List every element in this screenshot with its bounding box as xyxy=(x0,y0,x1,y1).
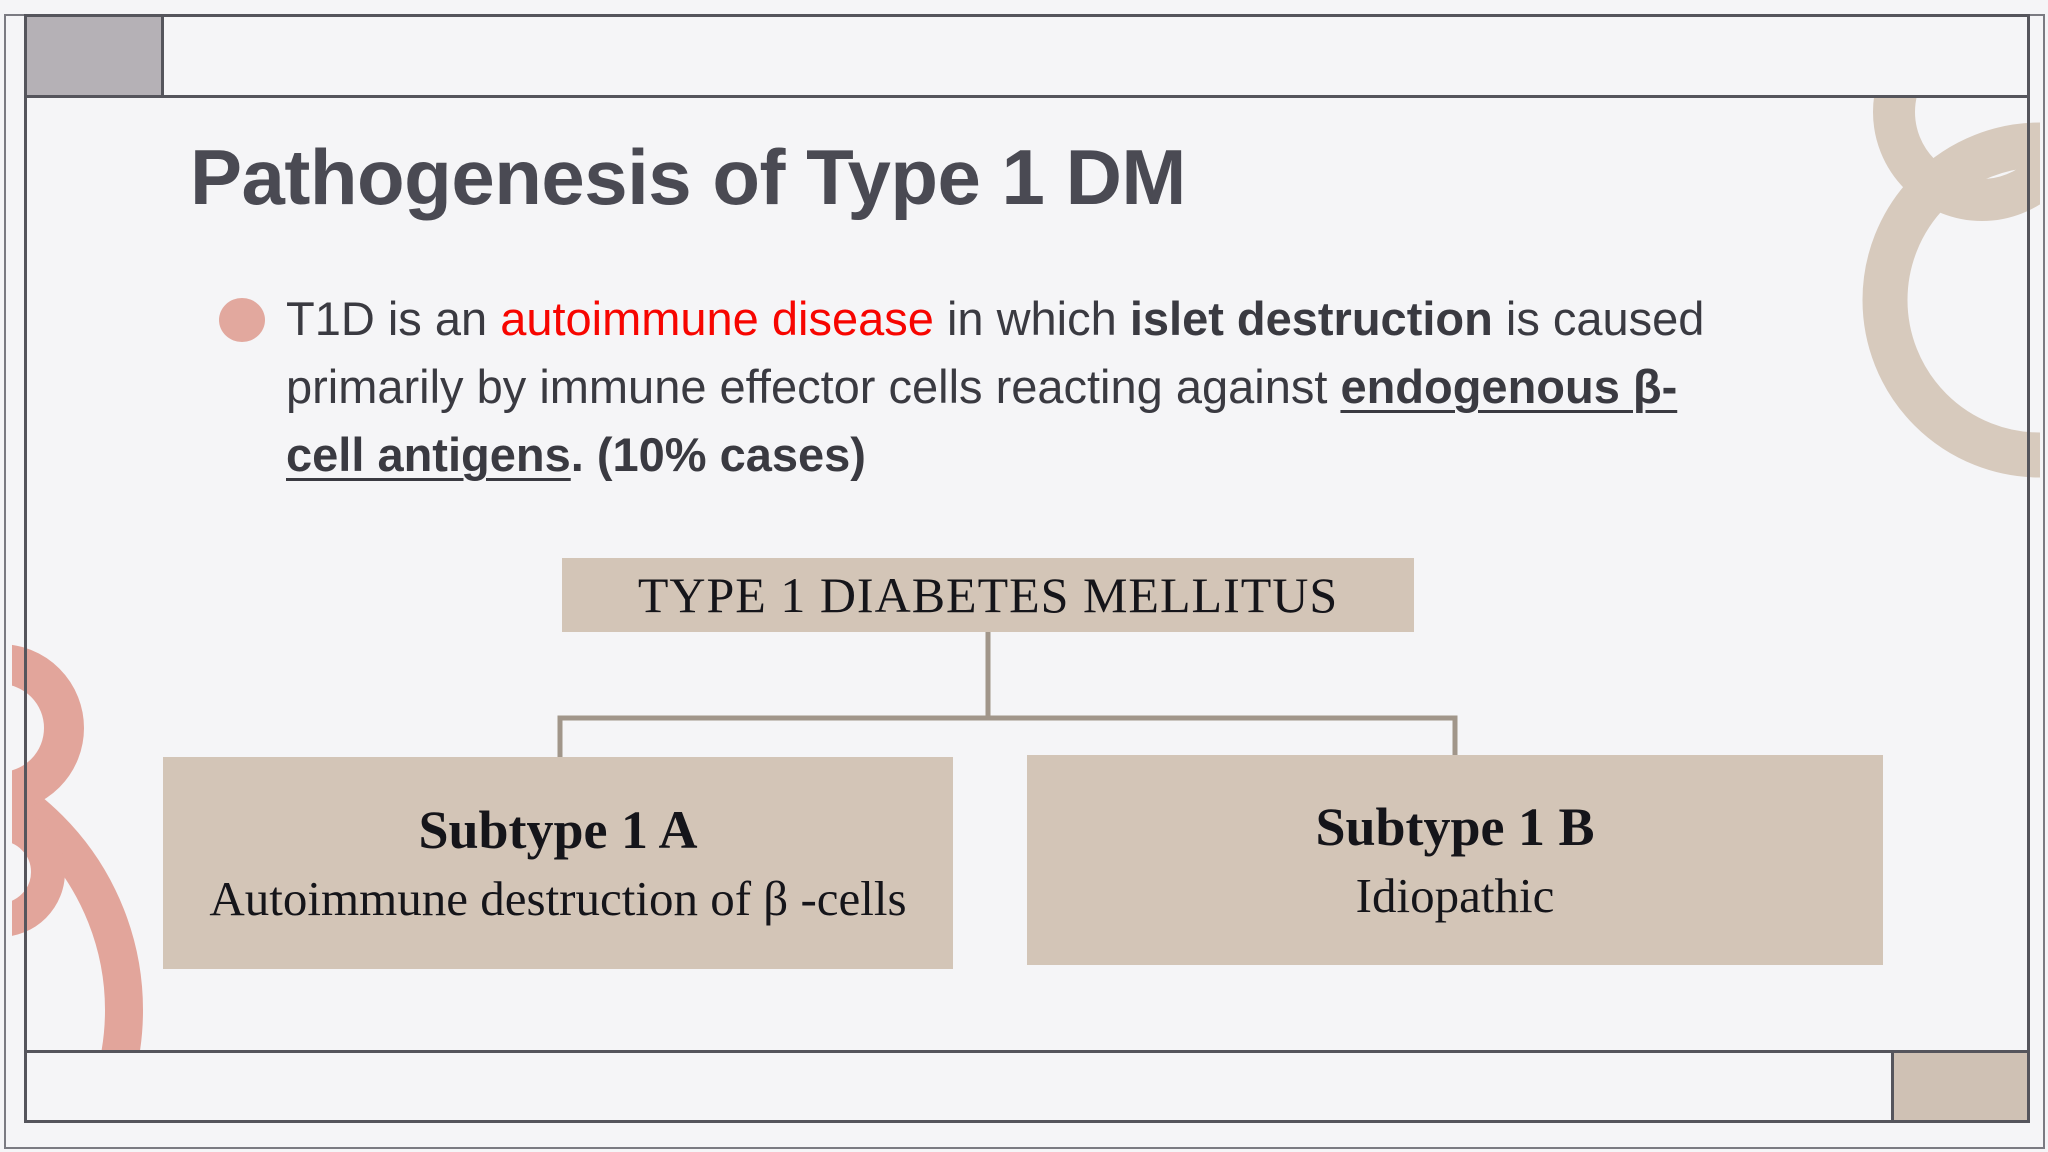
diagram-root-label: TYPE 1 DIABETES MELLITUS xyxy=(637,567,1339,623)
slide-title: Pathogenesis of Type 1 DM xyxy=(190,133,1186,221)
bullet-text-line-2: primarily by immune effector cells react… xyxy=(286,363,1677,410)
text-run-bold-underline: endogenous β- xyxy=(1340,360,1678,413)
diagram-root-box: TYPE 1 DIABETES MELLITUS xyxy=(562,558,1414,632)
subtype-1b-title: Subtype 1 B xyxy=(1315,797,1595,857)
text-run-bold: islet destruction xyxy=(1129,292,1493,345)
subtype-1a-description: Autoimmune destruction of β -cells xyxy=(209,871,907,926)
bullet-dot-icon xyxy=(219,298,265,342)
text-run: primarily by immune effector cells react… xyxy=(286,360,1341,413)
tree-connector-lines xyxy=(557,632,1458,760)
bottom-right-tan-square xyxy=(1891,1053,2027,1120)
tan-ring-large-icon xyxy=(1862,122,2040,478)
top-bar xyxy=(24,14,2030,98)
diagram-box-subtype-1b: Subtype 1 B Idiopathic xyxy=(1027,755,1883,965)
text-run-bold-underline: cell antigens xyxy=(286,428,571,481)
text-run-bold: . (10% cases) xyxy=(570,428,866,481)
bullet-text-line-1: T1D is an autoimmune disease in which is… xyxy=(286,295,1704,342)
subtype-1a-title: Subtype 1 A xyxy=(418,800,698,860)
tan-ring-small-icon xyxy=(1873,95,2040,221)
pink-ring-upper-icon xyxy=(12,644,84,812)
pink-ring-small-icon xyxy=(12,808,65,936)
bottom-strip xyxy=(24,1050,2030,1123)
diagram-box-subtype-1a: Subtype 1 A Autoimmune destruction of β … xyxy=(163,757,953,969)
text-run: is caused xyxy=(1492,292,1705,345)
bullet-text-line-3: cell antigens. (10% cases) xyxy=(286,431,866,478)
top-left-gray-square xyxy=(27,17,164,95)
text-run: T1D is an xyxy=(286,292,501,345)
text-run-red: autoimmune disease xyxy=(500,292,934,345)
pink-ring-large-icon xyxy=(12,775,143,1050)
subtype-1b-description: Idiopathic xyxy=(1355,868,1555,923)
text-run: in which xyxy=(933,292,1130,345)
